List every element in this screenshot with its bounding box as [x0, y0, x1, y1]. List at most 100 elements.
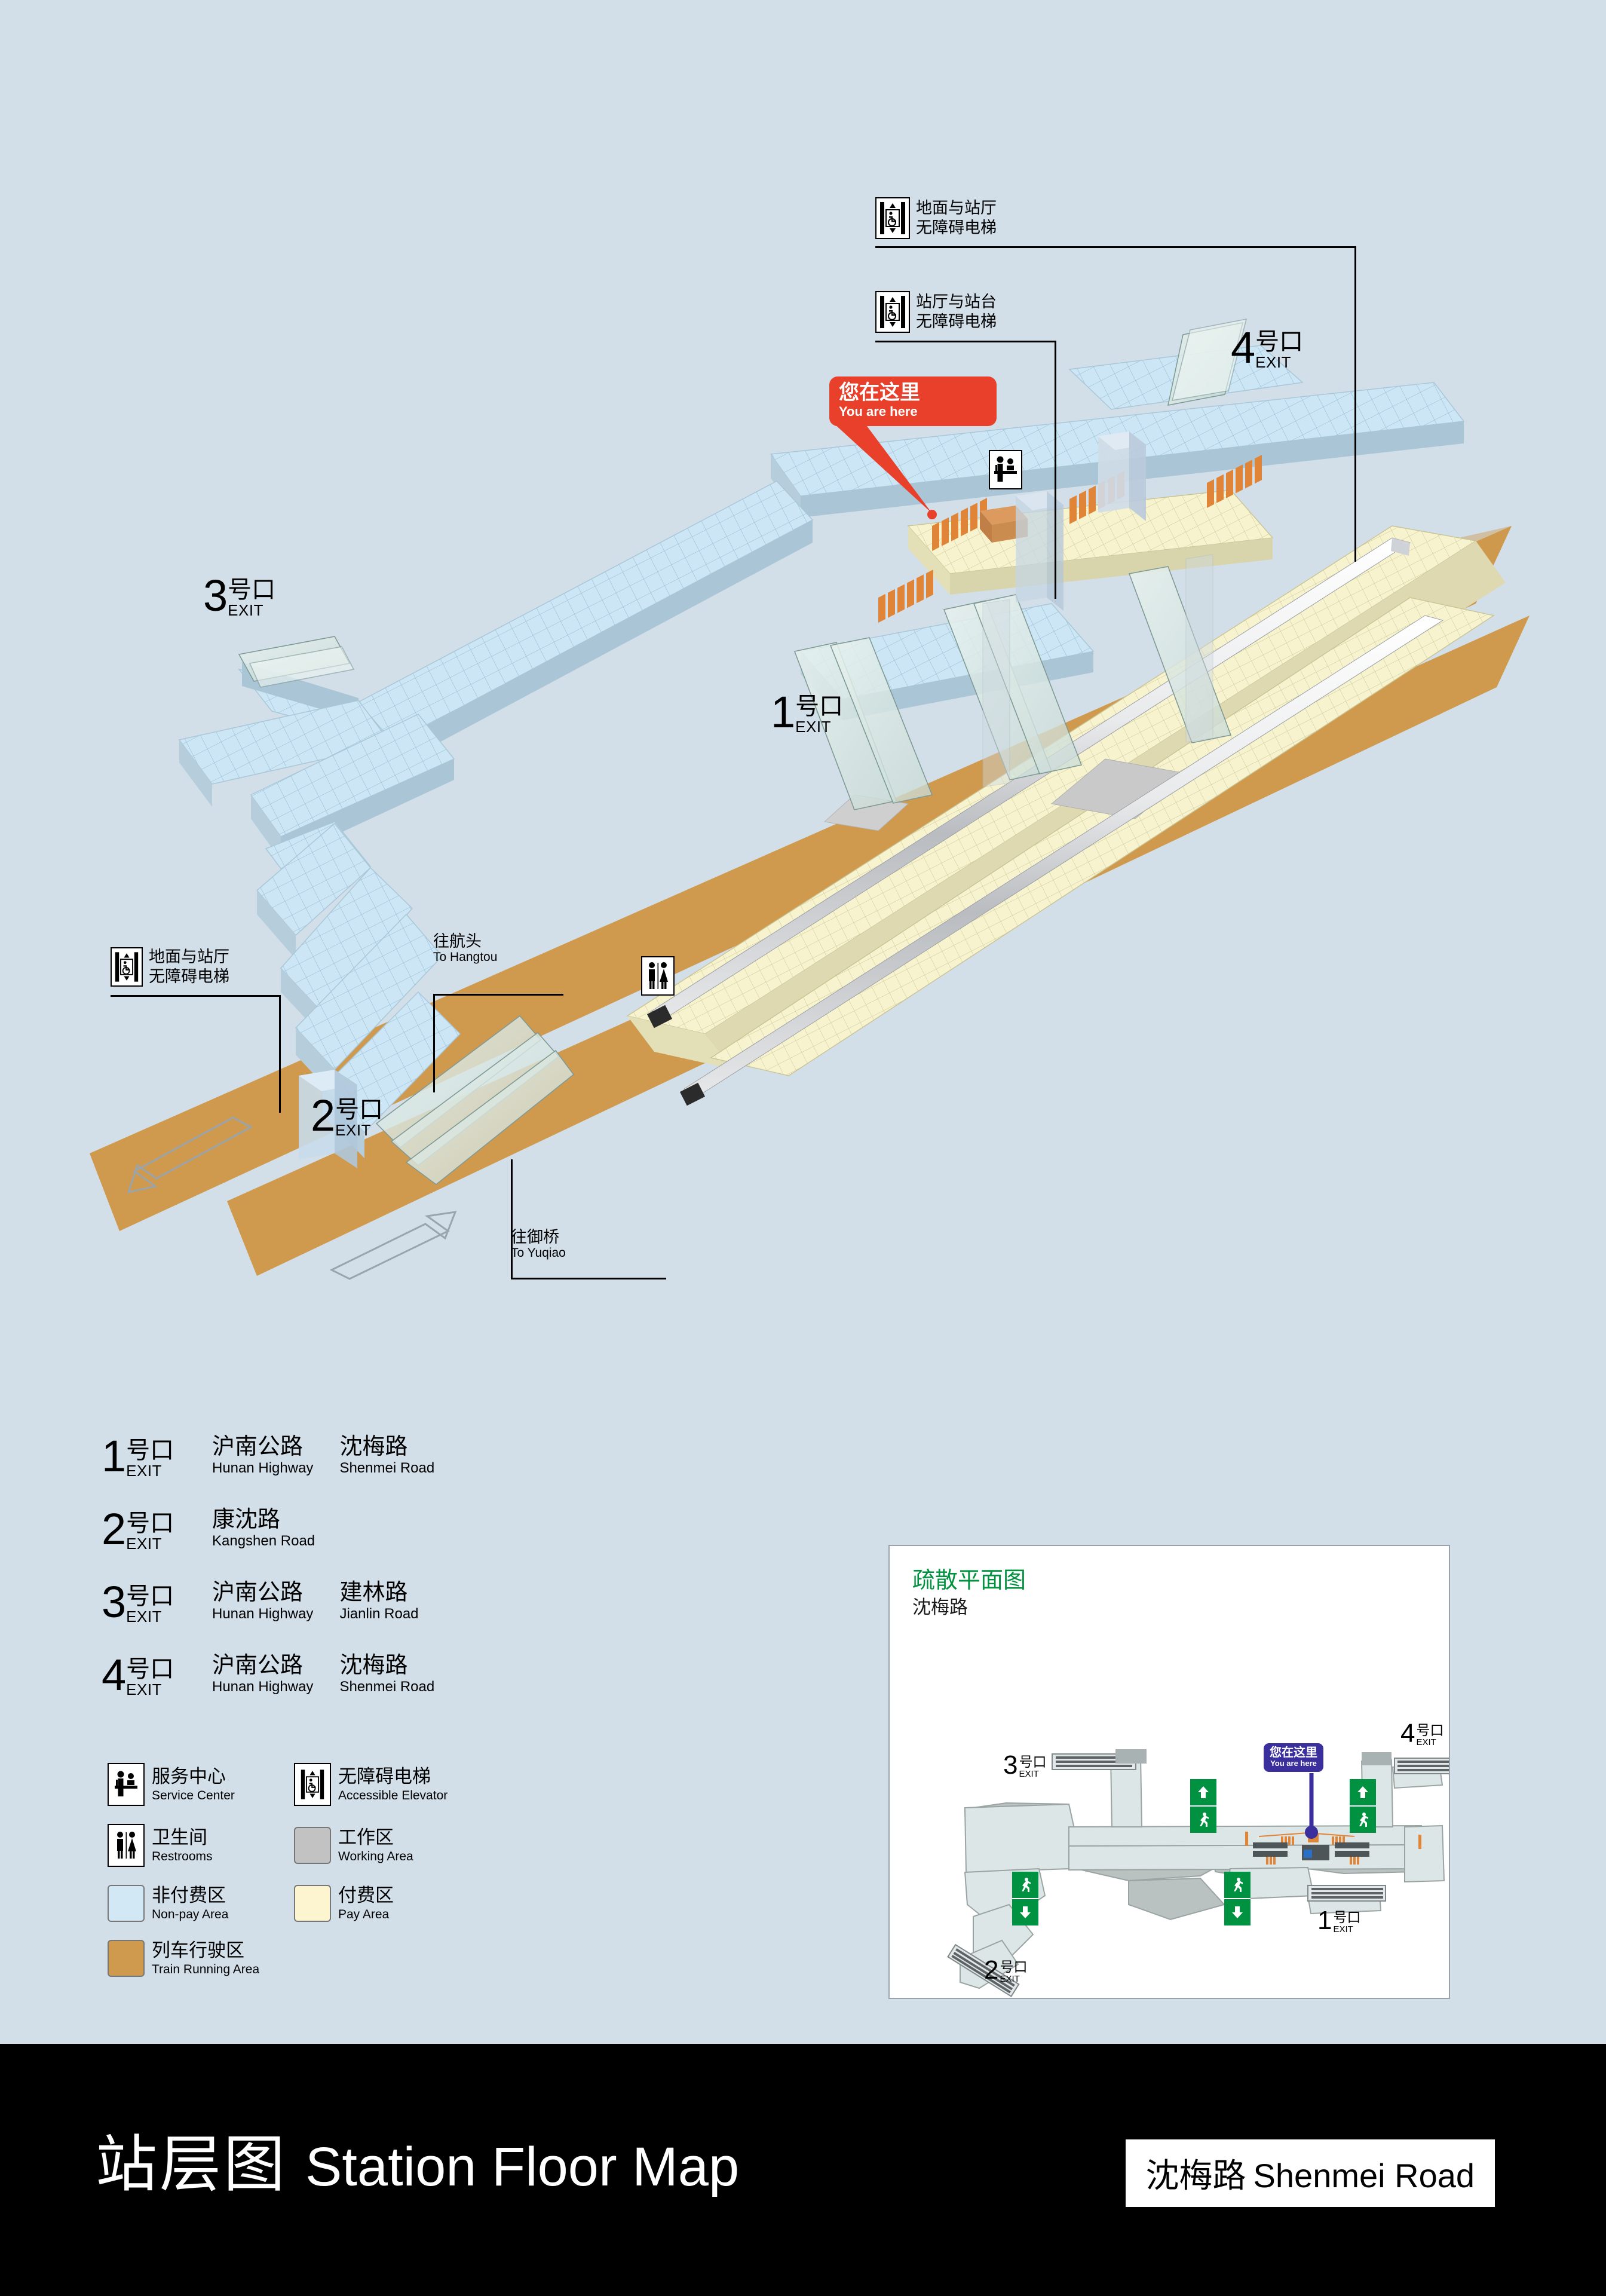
exit-sign-down-1 [1012, 1872, 1038, 1925]
platform-screen-doors [646, 537, 1444, 1106]
non-pay-area-swatch [108, 1885, 145, 1922]
exit-cn: 号口 [126, 1656, 174, 1682]
arrow-up-icon [1350, 1779, 1376, 1805]
exit-en: EXIT [1333, 1924, 1353, 1934]
inset-escalators [947, 1749, 1449, 1998]
leader-line-v-5 [511, 1159, 513, 1279]
running-person-icon [1224, 1872, 1251, 1898]
elevator-shafts [299, 431, 1213, 1168]
exit-cn: 号口 [1000, 1959, 1028, 1975]
pay-area-swatch [294, 1885, 331, 1922]
page-title-cn: 站层图 [96, 2130, 287, 2199]
exit-cn: 号口 [126, 1583, 174, 1609]
station-name-cn: 沈梅路 [1145, 2157, 1246, 2194]
direction-cn: 往御桥 [511, 1228, 559, 1246]
exit-cn: 号口 [1416, 1722, 1444, 1738]
leader-line-h-4 [433, 994, 563, 996]
inset-station-cn: 沈梅路 [912, 1596, 968, 1618]
road-en: Hunan Highway [212, 1459, 314, 1476]
callout-ground-to-concourse-elevator-left: 地面与站厅 无障碍电梯 [111, 947, 229, 987]
legend-label-en: Service Center [152, 1788, 235, 1802]
accessible-elevator-icon [294, 1763, 331, 1806]
running-person-icon [1190, 1805, 1216, 1833]
exit-en: EXIT [126, 1462, 162, 1480]
you-are-here-balloon: 您在这里 You are here [829, 376, 997, 426]
elevator-tower-exit2 [299, 1070, 357, 1168]
exit-number: 2 [311, 1091, 335, 1140]
restrooms-icon [108, 1824, 145, 1867]
exit-en: EXIT [795, 718, 831, 736]
exit-number: 4 [1231, 323, 1255, 372]
exit-number: 3 [203, 571, 228, 620]
legend-label-en: Non-pay Area [152, 1907, 229, 1921]
legend-label-cn: 卫生间 [152, 1826, 207, 1848]
road-en: Kangshen Road [212, 1532, 315, 1549]
exit-number: 2 [102, 1504, 126, 1554]
exit-sign-down-2 [1224, 1872, 1251, 1925]
exit-number: 1 [771, 687, 795, 737]
legend-label-en: Pay Area [338, 1907, 390, 1921]
road-cn: 康沈路 [212, 1507, 281, 1532]
station-name-en: Shenmei Road [1253, 2157, 1475, 2194]
you-are-here-en: You are here [839, 403, 918, 419]
leader-line-v-2 [1055, 341, 1056, 599]
leader-line-v-1 [1354, 246, 1356, 562]
leader-line-v-3 [279, 995, 281, 1113]
exit-number: 3 [1003, 1750, 1018, 1780]
exit-number: 1 [102, 1431, 126, 1481]
exit-number: 4 [1400, 1719, 1415, 1748]
road-cn: 沪南公路 [212, 1652, 304, 1678]
leader-line-h-5 [511, 1278, 666, 1279]
road-en: Hunan Highway [212, 1678, 314, 1695]
vertical-shafts [982, 554, 1213, 788]
exit-cn: 号口 [1255, 329, 1304, 355]
road-cn: 建林路 [339, 1579, 408, 1605]
direction-to-hangtou: 往航头 To Hangtou [433, 932, 497, 965]
exit-cn: 号口 [795, 693, 844, 720]
service-center-icon [989, 450, 1022, 489]
inset-floorplan [947, 1749, 1449, 1998]
arrow-down-icon [1012, 1898, 1038, 1925]
callout-ground-to-concourse-elevator-top: 地面与站厅 无障碍电梯 [875, 197, 997, 239]
legend-label-cn: 工作区 [338, 1826, 394, 1848]
you-are-here-cn: 您在这里 [839, 381, 920, 404]
direction-cn: 往航头 [433, 932, 482, 950]
page-title-en: Station Floor Map [305, 2136, 740, 2197]
page-title: 站层图 Station Floor Map [96, 2114, 739, 2203]
exit-cn: 号口 [126, 1437, 174, 1464]
exit-number: 2 [984, 1955, 999, 1985]
inset-you-are-here-en: You are here [1270, 1759, 1317, 1768]
arrow-down-icon [1224, 1898, 1251, 1925]
exit-sign-up-1 [1190, 1779, 1216, 1833]
legend-label-cn: 列车行驶区 [152, 1939, 244, 1961]
exit-cn: 号口 [1333, 1909, 1361, 1925]
exit-cn: 号口 [335, 1097, 384, 1123]
exit-cn: 号口 [1019, 1754, 1047, 1770]
legend-label-en: Working Area [338, 1849, 413, 1863]
escalators [238, 318, 1248, 1186]
road-cn: 沈梅路 [339, 1434, 408, 1459]
